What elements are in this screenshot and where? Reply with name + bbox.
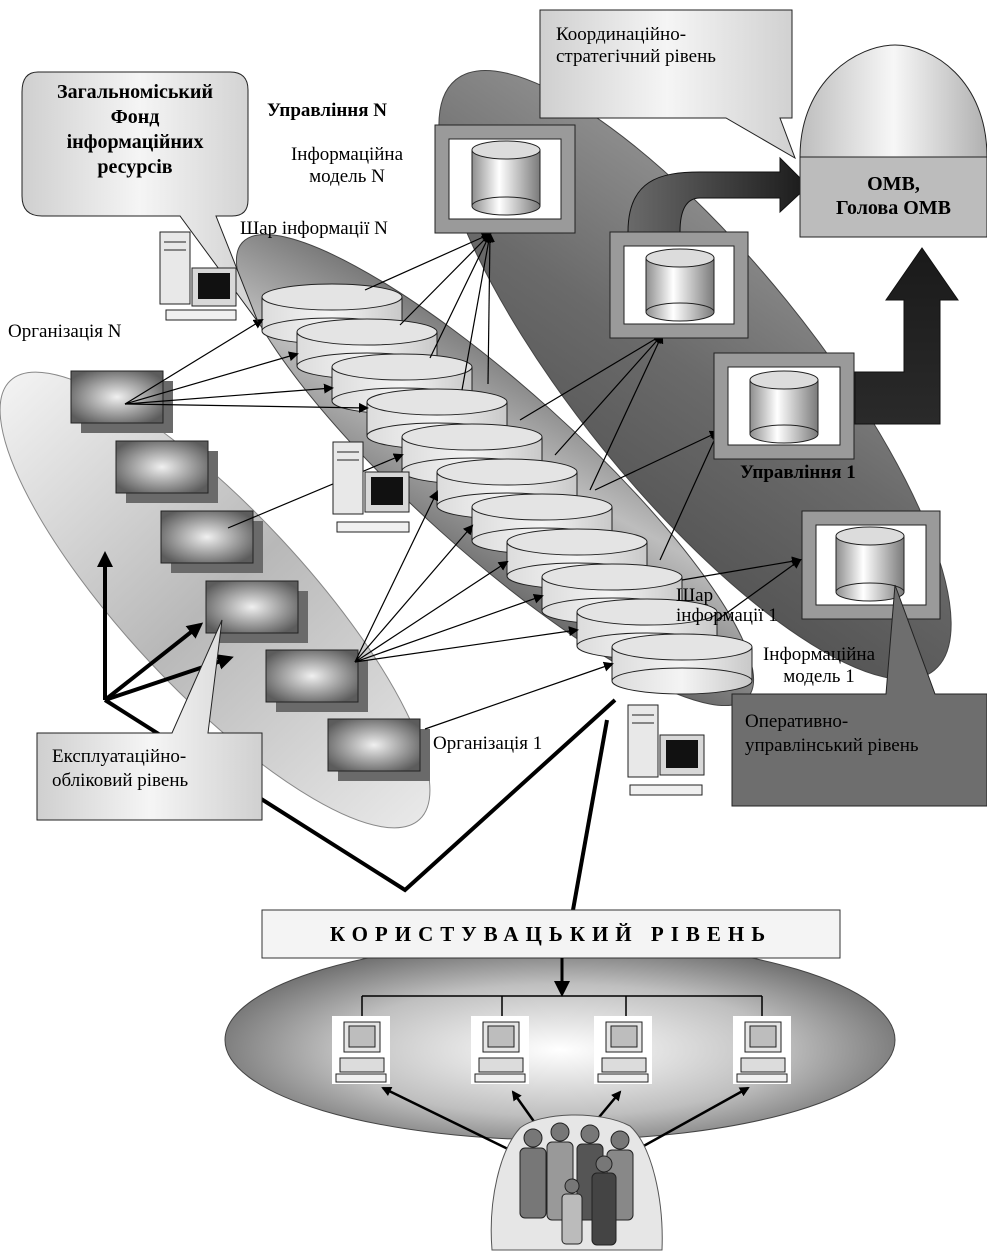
info-model-box-management-1 [713,352,855,460]
coordination-level-label: Координаційно- стратегічний рівень [556,24,786,68]
database-cylinder-icon [835,526,905,602]
coordination-level-line-2: стратегічний рівень [556,46,716,67]
organization-1-label: Організація 1 [433,733,543,754]
management-n-label: Управління N [267,100,387,121]
general-fund-line-1: Загальноміський [57,81,213,103]
desktop-computer-icon [332,441,410,533]
connector-arrows [124,232,802,730]
general-fund-line-2: Фонд [110,106,160,128]
general-fund-label: Загальноміський Фонд інформаційних ресур… [22,80,248,180]
exploitation-level-line-2: обліковий рівень [52,770,189,791]
omv-dome [799,44,987,238]
organization-box-icon [115,440,218,503]
big-arrow-management [854,247,959,425]
information-layer-disk-icon [611,633,753,695]
info-model-box-n [434,124,576,234]
info-model-n-line-2: модель N [309,166,385,187]
database-cylinder-icon [645,248,715,322]
general-fund-line-4: ресурсів [97,156,173,178]
info-model-box-coordination [609,231,749,339]
info-model-1-line-1: Інформаційна [762,644,876,665]
organization-box-icon [327,718,430,781]
general-fund-callout [21,71,259,323]
user-level-ellipse [224,939,896,1141]
organization-box-icon [265,649,368,712]
desktop-computer-icon [627,704,705,796]
exploitation-level-callout [36,619,263,821]
organization-box-icon [160,510,263,573]
desktop-computer-icon [332,1016,390,1084]
exploitation-level-label: Експлуатаційно- обліковий рівень [52,745,257,793]
coordination-level-callout [539,9,796,160]
big-arrow-coordination [627,156,809,233]
exploitation-level-line-1: Експлуатаційно- [52,746,187,767]
info-model-n-label: Інформаційна модель N [272,144,422,188]
organization-boxes [70,370,430,781]
user-level-label: КОРИСТУВАЦЬКИЙ РІВЕНЬ [329,922,773,946]
operational-level-line-2: управлінський рівень [745,735,919,756]
user-level-link [571,719,609,911]
management-1-label: Управління 1 [740,462,856,483]
info-model-box-1 [801,510,941,620]
info-model-n-line-1: Інформаційна [290,144,404,165]
user-level-banner [261,909,841,959]
omv-line-2: Голова ОМВ [836,197,951,219]
info-layer-1-label: Шар інформації 1 [676,586,778,626]
desktop-computer-icon [159,231,237,321]
user-group-icon [490,1114,663,1251]
user-distribution-lines [361,995,763,1016]
desktop-computer-icon [471,1016,529,1084]
desktop-computer-icon [733,1016,791,1084]
information-layer-disks [261,283,753,695]
database-cylinder-icon [749,370,819,444]
info-model-1-line-2: модель 1 [783,666,855,687]
omv-label: ОМВ, Голова ОМВ [800,172,987,220]
info-model-1-label: Інформаційна модель 1 [744,644,894,688]
coordination-level-line-1: Координаційно- [556,24,687,45]
operational-level-label: Оперативно- управлінський рівень [745,710,981,758]
info-layer-n-label: Шар інформації N [240,218,388,239]
omv-line-1: ОМВ, [867,173,920,195]
user-workstations [332,1016,791,1084]
database-cylinder-icon [471,140,541,216]
operational-level-line-1: Оперативно- [745,711,849,732]
info-layer-1-line-1: Шар [676,585,714,606]
organization-n-label: Організація N [8,321,122,342]
operational-level-callout [731,584,987,807]
organization-box-icon [205,580,308,643]
general-fund-line-3: інформаційних [66,131,204,153]
info-layer-1-line-2: інформації 1 [676,605,778,626]
desktop-computer-icon [594,1016,652,1084]
